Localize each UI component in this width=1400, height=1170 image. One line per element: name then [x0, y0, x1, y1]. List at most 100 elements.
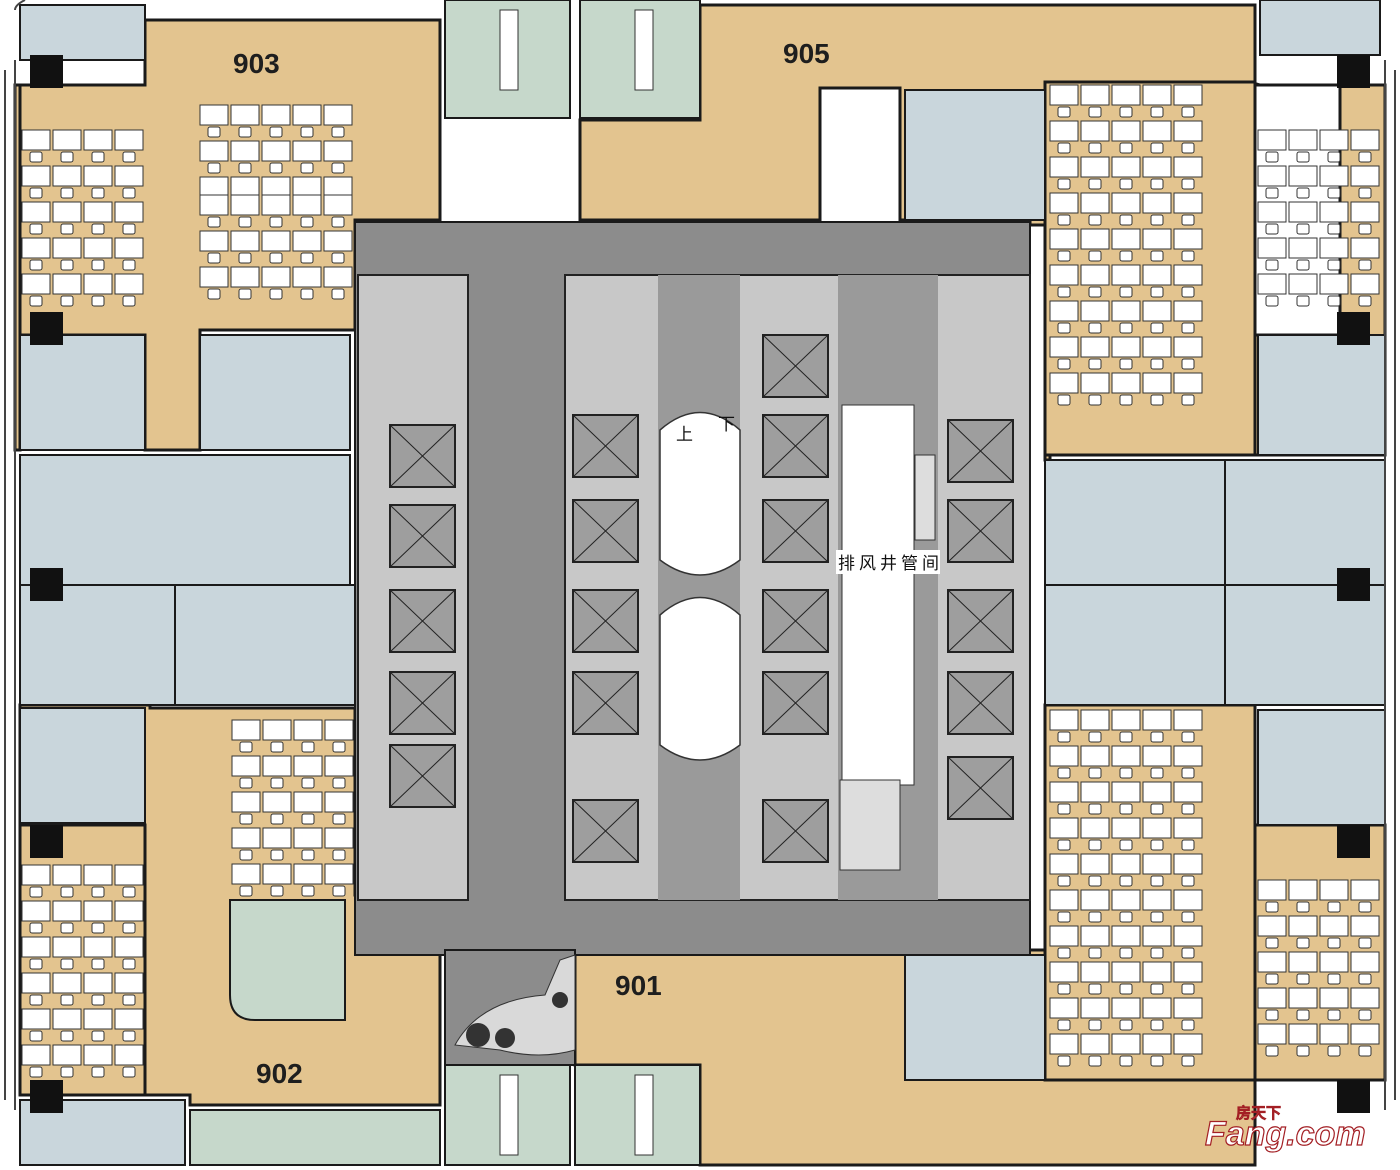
desk	[1319, 987, 1349, 1021]
desk	[1111, 372, 1141, 406]
desk	[1319, 879, 1349, 913]
desk	[21, 864, 51, 898]
desk	[1319, 915, 1349, 949]
desk	[1080, 997, 1110, 1031]
desk	[1080, 192, 1110, 226]
desk	[1288, 951, 1318, 985]
desk	[1173, 228, 1203, 262]
desk	[324, 755, 354, 789]
desk	[1049, 192, 1079, 226]
desk	[324, 827, 354, 861]
desk	[83, 165, 113, 199]
desk	[230, 266, 260, 300]
desk	[1257, 237, 1287, 271]
desk	[1142, 889, 1172, 923]
desk	[114, 900, 144, 934]
desk	[52, 1008, 82, 1042]
desk	[1173, 84, 1203, 118]
desk	[83, 972, 113, 1006]
desk	[21, 936, 51, 970]
desk	[293, 755, 323, 789]
desk	[1257, 273, 1287, 307]
desk	[1142, 961, 1172, 995]
desk	[1049, 853, 1079, 887]
desk	[293, 791, 323, 825]
desk	[83, 129, 113, 163]
desk	[1142, 120, 1172, 154]
desk	[114, 129, 144, 163]
desk	[261, 230, 291, 264]
desk	[21, 273, 51, 307]
desk	[1319, 951, 1349, 985]
desk	[1142, 156, 1172, 190]
desk	[1111, 781, 1141, 815]
desk	[1319, 1023, 1349, 1057]
desk	[83, 936, 113, 970]
elevator-car	[572, 671, 639, 735]
desk	[1173, 300, 1203, 334]
desk	[1111, 120, 1141, 154]
desk	[1257, 987, 1287, 1021]
desk	[1142, 997, 1172, 1031]
unit-label-903: 903	[233, 48, 280, 79]
desk	[1173, 853, 1203, 887]
desk	[1173, 264, 1203, 298]
desk	[199, 104, 229, 138]
unit-label-902: 902	[256, 1058, 303, 1089]
watermark-chinese: 房天下	[1236, 1104, 1281, 1122]
elevator-car	[762, 799, 829, 863]
building-core	[357, 274, 1031, 901]
desk	[1288, 987, 1318, 1021]
desk	[261, 194, 291, 228]
desk	[1173, 1033, 1203, 1067]
desk	[231, 863, 261, 897]
desk	[1173, 745, 1203, 779]
elevator-car	[947, 589, 1014, 653]
desk	[1111, 264, 1141, 298]
desk	[1142, 817, 1172, 851]
desk	[83, 273, 113, 307]
desk	[21, 201, 51, 235]
desk	[1049, 300, 1079, 334]
desk	[1111, 709, 1141, 743]
desk	[1111, 192, 1141, 226]
desk	[1173, 192, 1203, 226]
desk	[1142, 745, 1172, 779]
structural-columns	[30, 55, 1370, 1113]
desk	[1257, 1023, 1287, 1057]
desk	[1080, 336, 1110, 370]
desk	[1080, 925, 1110, 959]
desk	[1049, 745, 1079, 779]
desk	[1350, 129, 1380, 163]
workstations	[21, 9, 1380, 1156]
elevator-car	[947, 671, 1014, 735]
desk	[324, 719, 354, 753]
desk	[1049, 264, 1079, 298]
desk	[1111, 156, 1141, 190]
elevator-car	[762, 414, 829, 478]
desk	[324, 791, 354, 825]
desk	[292, 266, 322, 300]
desk	[114, 1044, 144, 1078]
desk	[1350, 237, 1380, 271]
elevator-car	[572, 499, 639, 563]
desk	[1080, 709, 1110, 743]
elevator-car	[572, 799, 639, 863]
desk	[1257, 879, 1287, 913]
desk	[1080, 889, 1110, 923]
desk	[52, 900, 82, 934]
desk	[1173, 372, 1203, 406]
desk	[293, 719, 323, 753]
desk	[323, 194, 353, 228]
desk	[1049, 817, 1079, 851]
desk	[1257, 129, 1287, 163]
desk	[1080, 1033, 1110, 1067]
desk	[262, 791, 292, 825]
elevator-car	[947, 499, 1014, 563]
desk	[1049, 709, 1079, 743]
desk	[114, 201, 144, 235]
desk	[83, 201, 113, 235]
desk	[1350, 201, 1380, 235]
desk	[1142, 84, 1172, 118]
desk	[1111, 817, 1141, 851]
